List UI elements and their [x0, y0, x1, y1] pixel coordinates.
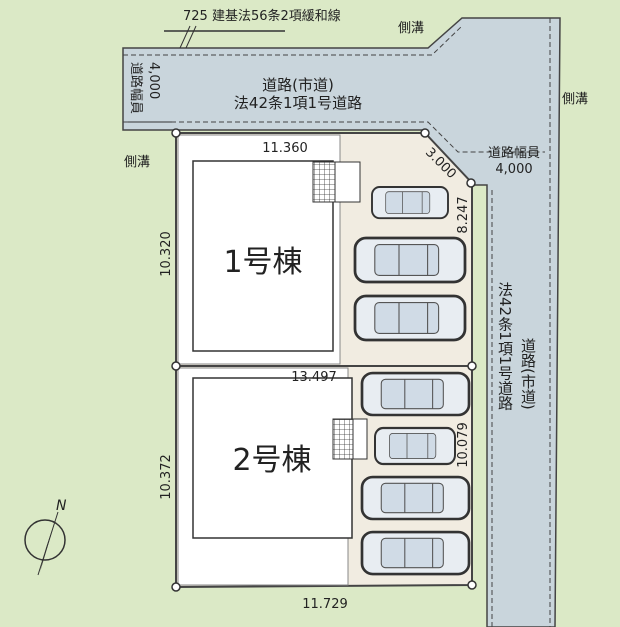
right-road-type: 法42条1項1号道路: [496, 282, 514, 410]
car: [353, 236, 467, 284]
top-road-width-label: 道路幅員: [128, 62, 144, 114]
building-1: [192, 160, 334, 352]
right-road-name: 道路(市道): [519, 338, 537, 410]
setback-label: 725 建基法56条2項緩和線: [183, 8, 341, 24]
right-road-width-label: 道路幅員: [488, 145, 540, 161]
steps-1: [334, 161, 361, 203]
car: [360, 530, 471, 576]
gutter-label: 側溝: [124, 155, 150, 170]
car: [360, 371, 471, 417]
dimension: 10.372: [159, 454, 174, 500]
north-arrow-icon: [24, 511, 66, 576]
dimension: 10.079: [456, 422, 471, 468]
top-road-type: 法42条1項1号道路: [234, 94, 362, 112]
dimension: 10.320: [159, 231, 174, 277]
building-1-label: 1号棟: [223, 245, 302, 280]
dimension: 8.247: [456, 196, 471, 233]
building-2: [192, 377, 353, 539]
car: [360, 475, 471, 521]
dimension: 11.729: [302, 597, 348, 612]
entrance-1: [312, 161, 336, 203]
car: [373, 426, 457, 466]
dimension: 11.360: [262, 141, 308, 156]
car: [353, 294, 467, 342]
entrance-2: [332, 418, 354, 460]
top-road-width: 4,000: [146, 62, 161, 99]
steps-2: [352, 418, 368, 460]
corner-markers: [171, 128, 477, 592]
gutter-label: 側溝: [398, 21, 424, 36]
gutter-line: [123, 18, 551, 627]
car: [371, 186, 449, 220]
top-road-name: 道路(市道): [262, 76, 334, 94]
building-2-label: 2号棟: [232, 443, 311, 478]
dimension: 13.497: [291, 370, 337, 385]
north-label: N: [56, 498, 67, 514]
gutter-label: 側溝: [562, 92, 588, 107]
right-road-width: 4,000: [495, 162, 532, 177]
